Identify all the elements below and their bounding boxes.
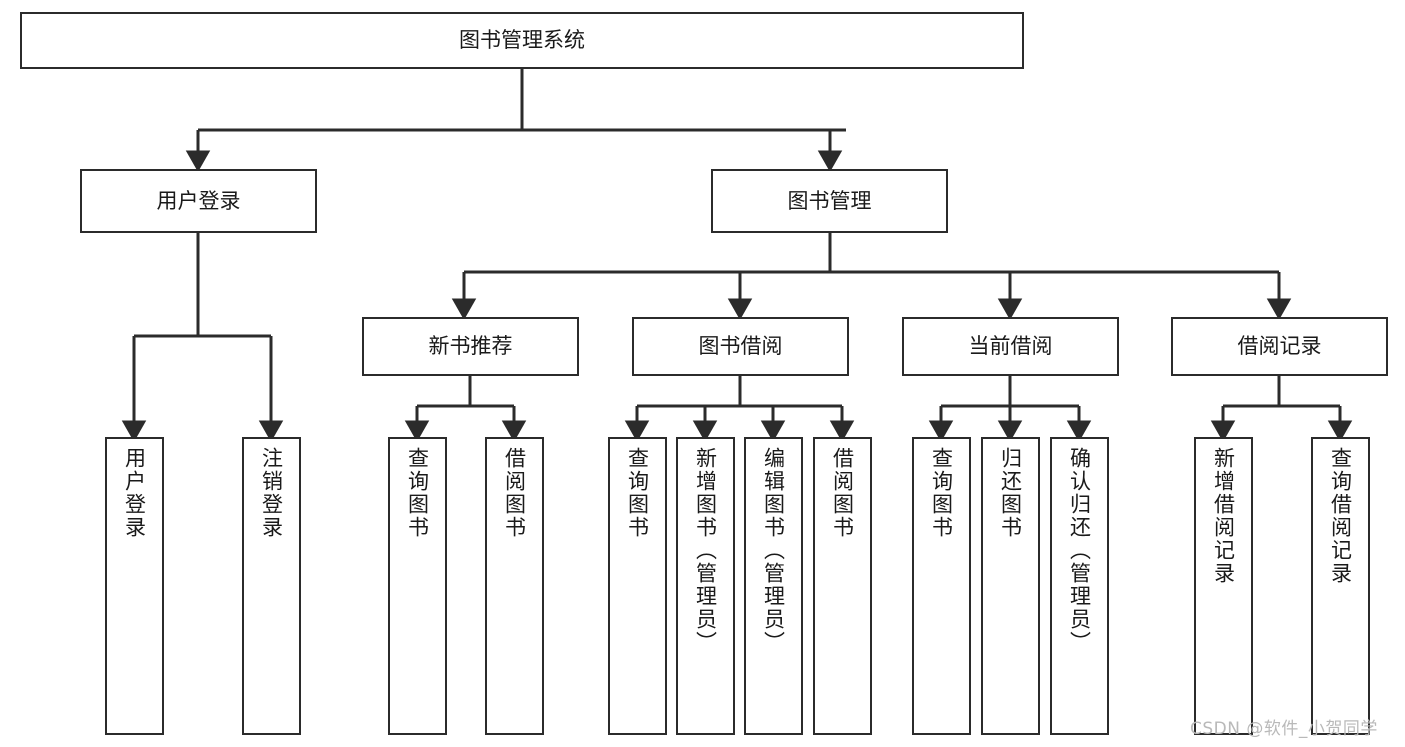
node-root[interactable]: 图书管理系统 bbox=[20, 12, 1024, 69]
leaf-bb-query-book[interactable]: 查询图书 bbox=[608, 437, 667, 735]
leaf-new-book-borrow-label: 借阅图书 bbox=[502, 447, 527, 539]
node-borrow-record[interactable]: 借阅记录 bbox=[1171, 317, 1388, 376]
leaf-br-add-record[interactable]: 新增借阅记录 bbox=[1194, 437, 1253, 735]
leaf-bb-add-book[interactable]: 新增图书（管理员） bbox=[676, 437, 735, 735]
leaf-br-query-record[interactable]: 查询借阅记录 bbox=[1311, 437, 1370, 735]
leaf-cb-query-book-label: 查询图书 bbox=[929, 447, 954, 539]
leaf-user-login-label: 用户登录 bbox=[122, 447, 147, 539]
node-new-book[interactable]: 新书推荐 bbox=[362, 317, 579, 376]
leaf-logout[interactable]: 注销登录 bbox=[242, 437, 301, 735]
leaf-cb-return-book[interactable]: 归还图书 bbox=[981, 437, 1040, 735]
leaf-cb-return-book-label: 归还图书 bbox=[998, 447, 1023, 539]
leaf-cb-query-book[interactable]: 查询图书 bbox=[912, 437, 971, 735]
leaf-bb-borrow-book-label: 借阅图书 bbox=[830, 447, 855, 539]
node-book-borrow-label: 图书借阅 bbox=[698, 334, 783, 359]
leaf-bb-edit-book-label: 编辑图书（管理员） bbox=[761, 447, 786, 654]
node-current-borrow[interactable]: 当前借阅 bbox=[902, 317, 1119, 376]
leaf-logout-label: 注销登录 bbox=[259, 447, 284, 539]
leaf-br-query-record-label: 查询借阅记录 bbox=[1328, 447, 1353, 585]
node-borrow-record-label: 借阅记录 bbox=[1237, 334, 1322, 359]
node-user-login[interactable]: 用户登录 bbox=[80, 169, 317, 233]
node-current-borrow-label: 当前借阅 bbox=[968, 334, 1053, 359]
leaf-new-book-borrow[interactable]: 借阅图书 bbox=[485, 437, 544, 735]
node-root-label: 图书管理系统 bbox=[459, 28, 585, 53]
leaf-bb-query-book-label: 查询图书 bbox=[625, 447, 650, 539]
node-book-borrow[interactable]: 图书借阅 bbox=[632, 317, 849, 376]
leaf-bb-borrow-book[interactable]: 借阅图书 bbox=[813, 437, 872, 735]
node-book-manage[interactable]: 图书管理 bbox=[711, 169, 948, 233]
leaf-user-login[interactable]: 用户登录 bbox=[105, 437, 164, 735]
leaf-new-book-query[interactable]: 查询图书 bbox=[388, 437, 447, 735]
leaf-cb-confirm-return[interactable]: 确认归还（管理员） bbox=[1050, 437, 1109, 735]
leaf-new-book-query-label: 查询图书 bbox=[405, 447, 430, 539]
leaf-br-add-record-label: 新增借阅记录 bbox=[1211, 447, 1236, 585]
leaf-bb-edit-book[interactable]: 编辑图书（管理员） bbox=[744, 437, 803, 735]
node-new-book-label: 新书推荐 bbox=[428, 334, 513, 359]
leaf-bb-add-book-label: 新增图书（管理员） bbox=[693, 447, 718, 654]
node-user-login-label: 用户登录 bbox=[156, 188, 241, 213]
node-book-manage-label: 图书管理 bbox=[787, 188, 872, 213]
leaf-cb-confirm-return-label: 确认归还（管理员） bbox=[1067, 447, 1092, 654]
